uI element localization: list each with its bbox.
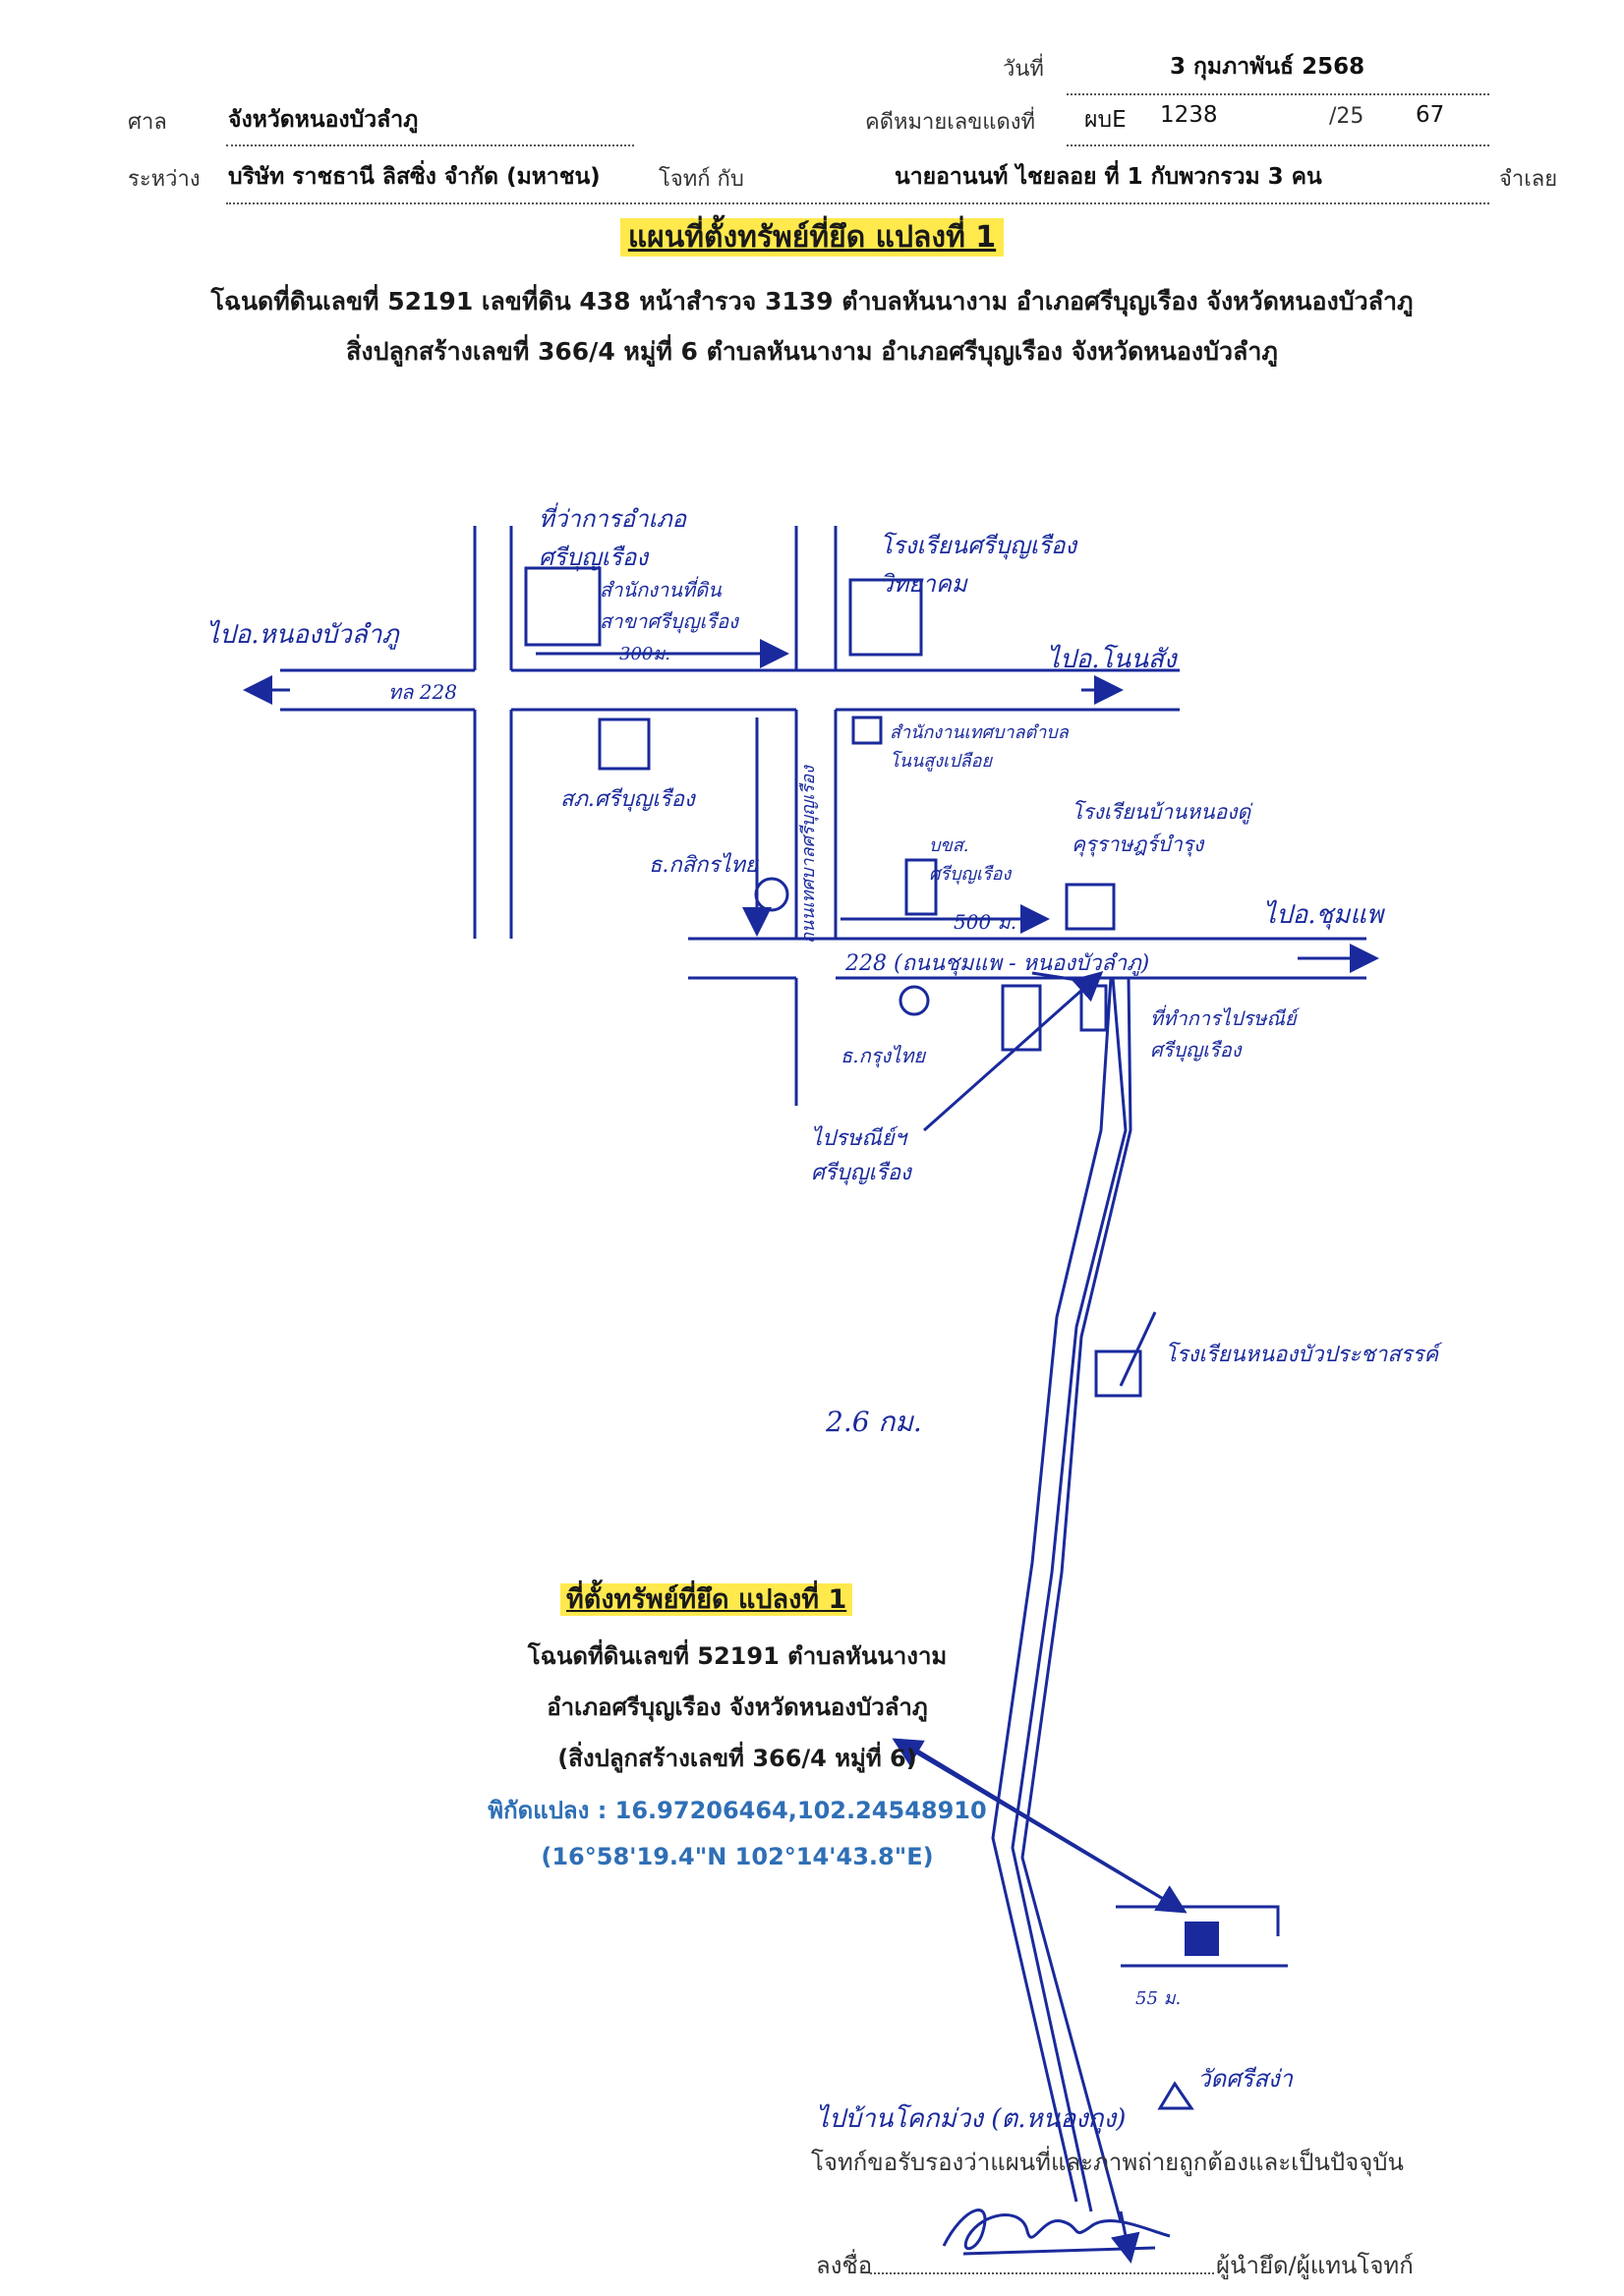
map-label-district-office: ที่ว่าการอำเภอ ศรีบุญเรือง [539,505,686,571]
court-dotline [226,144,634,146]
map-label-electric: ที่ทำการไปรษณีย์ ศรีบุญเรือง [1150,1006,1297,1062]
map-label-school-mid: โรงเรียนหนองบัวประชาสรรค์ [1165,1343,1439,1367]
sign-label: ลงชื่อ [816,2252,873,2279]
court-label: ศาล [128,110,167,135]
map-label-police: สภ.ศรีบุญเรือง [560,787,695,812]
sign-dotline [870,2272,1214,2274]
plaintiff-role: โจทก์ กับ [659,167,744,192]
certify-text: โจทก์ขอรับรองว่าแผนที่และภาพถ่ายถูกต้องแ… [811,2149,1404,2176]
description-line1: โฉนดที่ดินเลขที่ 52191 เลขที่ดิน 438 หน้… [210,287,1414,316]
callout-line3: (สิ่งปลูกสร้างเลขที่ 366/4 หมู่ที่ 6) [557,1745,917,1772]
parties-dotline [226,202,1489,204]
plaintiff-name: บริษัท ราชธานี ลิสซิ่ง จำกัด (มหาชน) [228,164,601,190]
callout-line2: อำเภอศรีบุญเรือง จังหวัดหนองบัวลำภู [547,1693,928,1721]
map-label-to-bankok: ไปบ้านโคกม่วง (ต.หนองกุง) [816,2104,1127,2134]
map-label-bank-krungthai2: ธ.กรุงไทย [841,1044,926,1067]
description-line2: สิ่งปลูกสร้างเลขที่ 366/4 หมู่ที่ 6 ตำบล… [346,337,1278,366]
callout-coord-dms: (16°58'19.4"N 102°14'43.8"E) [541,1843,934,1870]
case-dotline [1067,144,1489,146]
signature [942,2209,1171,2256]
map-label-vertical-road: ถนนเทศบาลศรีบุญเรือง [798,766,819,944]
page-title: แผนที่ตั้งทรัพย์ที่ยึด แปลงที่ 1 [0,214,1624,260]
case-number: 1238 [1160,102,1218,128]
sign-role: ผู้นำยึด/ผู้แทนโจทก์ [1216,2252,1414,2279]
map-label-to-nonsang: ไปอ.โนนสัง [1047,645,1177,674]
callout-coord-decimal: พิกัดแปลง : 16.97206464,102.24548910 [488,1797,987,1824]
callout-title: ที่ตั้งทรัพย์ที่ยึด แปลงที่ 1 [560,1578,853,1620]
map-label-subdistrict-office: สำนักงานเทศบาลตำบล โนนสูงเปลือย [890,722,1069,772]
map-label-dist-26: 2.6 กม. [826,1406,922,1438]
map-label-post-office: ไปรษณีย์ฯ ศรีบุญเรือง [811,1126,911,1185]
map-label-temple: วัดศรีสง่า [1197,2065,1294,2093]
defendant-name: นายอานนท์ ไชยลอย ที่ 1 กับพวกรวม 3 คน [895,164,1322,190]
map-label-dist-300: 300ม. [619,644,670,664]
map-label-land-office: สำนักงานที่ดิน สาขาศรีบุญเรือง [600,578,738,633]
defendant-role: จำเลย [1499,167,1558,192]
between-label: ระหว่าง [128,167,201,192]
map-label-bks: บขส. ศรีบุญเรือง [929,835,1012,885]
map-label-dist-55: 55 ม. [1135,1988,1182,2009]
date-value: 3 กุมภาพันธ์ 2568 [1170,54,1365,80]
court-value: จังหวัดหนองบัวลำภู [228,107,419,133]
map-label-school-ban: โรงเรียนบ้านหนองดู่ คุรุราษฎร์บำรุง [1072,800,1251,856]
callout-line1: โฉนดที่ดินเลขที่ 52191 ตำบลหันนางาม [527,1642,948,1670]
case-prefix: ผบE [1084,107,1127,133]
map-label-dist-500: 500 ม. [954,910,1017,934]
case-year: 67 [1416,102,1445,128]
date-label: วันที่ [1003,57,1044,82]
map-label-school-top: โรงเรียนศรีบุญเรือง วิทยาคม [880,532,1077,598]
case-label: คดีหมายเลขแดงที่ [865,110,1036,135]
case-year-sep: /25 [1329,104,1364,129]
date-dotline [1067,93,1489,95]
map-label-to-chumphae: ไปอ.ชุมแพ [1263,900,1384,930]
map-label-bank-krungthai: ธ.กสิกรไทย [649,853,758,878]
map-label-road-228-main: 228 (ถนนชุมแพ - หนองบัวลำภู) [845,951,1150,976]
map-label-road-228-top: ทล 228 [388,680,457,704]
map-label-to-nongbua: ไปอ.หนองบัวลำภู [206,620,399,650]
